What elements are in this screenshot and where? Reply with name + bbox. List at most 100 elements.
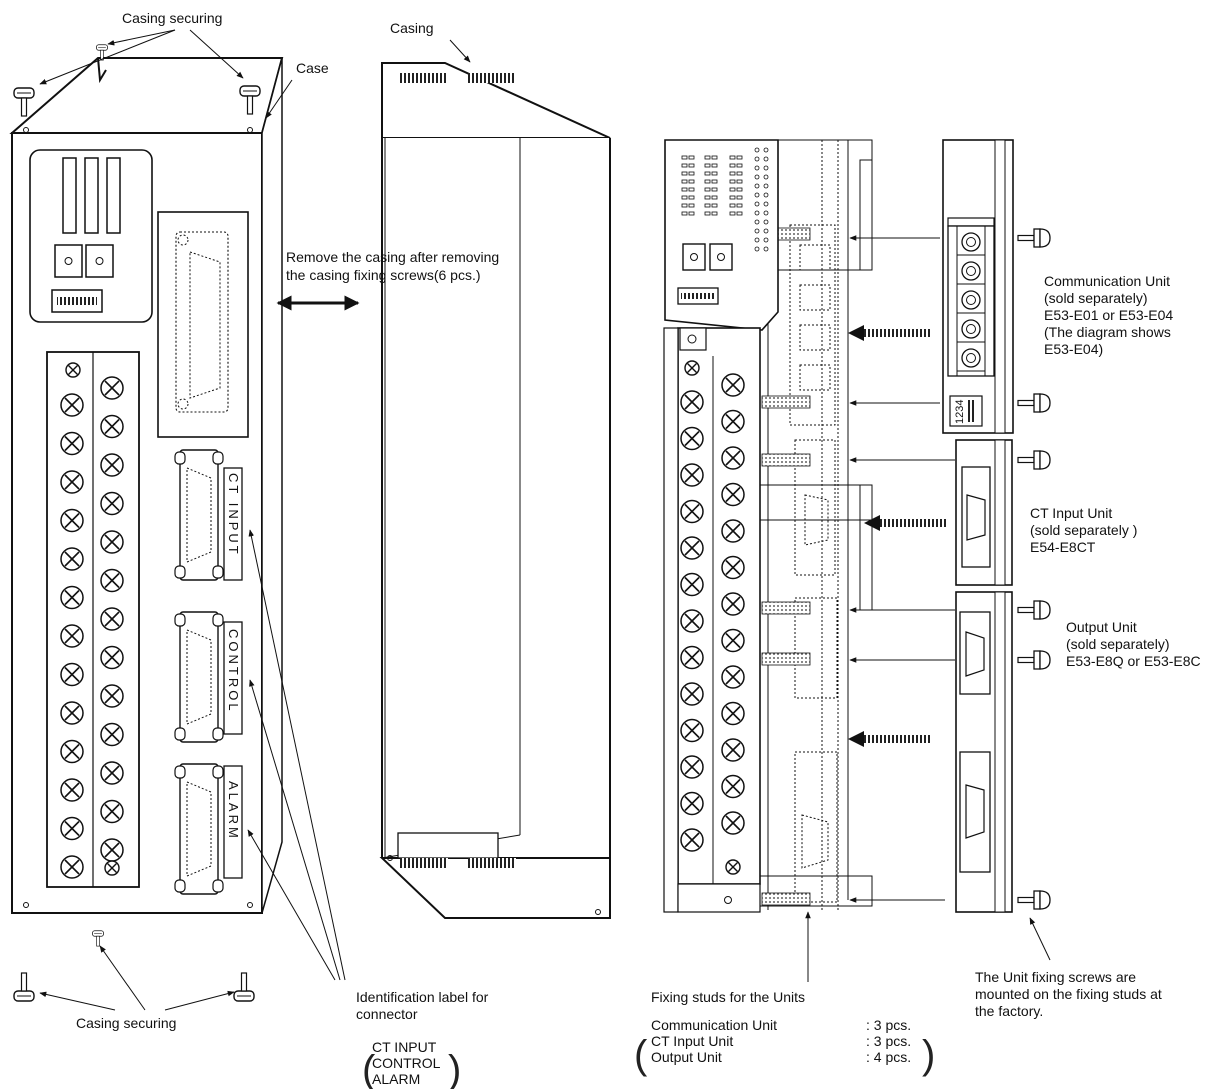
comm-unit-line1: Communication Unit bbox=[1044, 273, 1170, 289]
terminal-screw-icon bbox=[60, 547, 84, 571]
paren-right: ) bbox=[448, 1048, 461, 1089]
unit-screws-line1: The Unit fixing screws are bbox=[975, 969, 1136, 985]
terminal-screw-icon bbox=[680, 755, 704, 779]
studs-paren-right: ) bbox=[922, 1033, 935, 1077]
terminal-screw-icon bbox=[680, 609, 704, 633]
casing-screw-top-left bbox=[13, 87, 35, 117]
studs-row2-qty: : 3 pcs. bbox=[866, 1033, 911, 1049]
terminal-screw-icon bbox=[100, 530, 124, 554]
ct-unit-line3: E54-E8CT bbox=[1030, 539, 1096, 555]
terminal-screw-icon bbox=[721, 446, 745, 470]
terminal-screw-icon bbox=[60, 431, 84, 456]
terminal-screw-icon bbox=[721, 628, 745, 653]
comm-unit-ghost bbox=[789, 224, 836, 426]
terminal-screw-icon bbox=[60, 701, 84, 725]
terminal-screw-icon bbox=[680, 645, 704, 670]
studs-row2-name: CT Input Unit bbox=[651, 1033, 733, 1049]
terminal-screw-icon bbox=[100, 568, 124, 593]
terminal-screw-icon bbox=[721, 555, 745, 580]
leader-lines bbox=[39, 29, 1051, 1011]
terminal-screw-icon bbox=[680, 682, 704, 706]
id-label-item-control: CONTROL bbox=[372, 1055, 441, 1071]
comm-unit-line3: E53-E01 or E53-E04 bbox=[1044, 307, 1173, 323]
comm-terminal-screw-icon bbox=[957, 232, 985, 256]
terminal-screw-icon bbox=[721, 774, 745, 799]
casing-screw-bottom-small bbox=[92, 930, 104, 947]
terminal-screw-icon bbox=[721, 409, 745, 434]
casing-screw-bottom-right bbox=[233, 972, 255, 1002]
db25-connector bbox=[157, 211, 249, 438]
case-label: Case bbox=[296, 60, 329, 76]
ct-input-unit bbox=[955, 439, 1013, 586]
studs-row3-qty: : 4 pcs. bbox=[866, 1049, 911, 1065]
output-unit-line2: (sold separately) bbox=[1066, 636, 1170, 652]
remove-casing-line1: Remove the casing after removing bbox=[286, 249, 499, 265]
comm-terminal-screw-icon bbox=[957, 261, 985, 285]
terminal-screw-icon bbox=[100, 453, 124, 477]
output-unit-line3: E53-E8Q or E53-E8C bbox=[1066, 653, 1201, 669]
studs-paren-left: ( bbox=[634, 1033, 648, 1077]
terminal-screw-icon bbox=[60, 393, 84, 417]
terminal-screw-icon bbox=[100, 491, 124, 516]
terminal-screw-icon bbox=[680, 572, 704, 597]
studs-row1-name: Communication Unit bbox=[651, 1017, 777, 1033]
output-unit bbox=[955, 591, 1013, 913]
terminal-screw-icon bbox=[60, 508, 84, 533]
alarm-connector: ALARM bbox=[174, 763, 243, 895]
casing-label: Casing bbox=[390, 20, 434, 36]
terminal-screw-icon bbox=[721, 701, 745, 726]
paren-left: ( bbox=[362, 1048, 376, 1089]
comm-unit-line5: E53-E04) bbox=[1044, 341, 1103, 357]
terminal-screw-icon bbox=[100, 761, 124, 785]
casing-screw-bottom-left bbox=[13, 972, 35, 1002]
terminal-screw-icon bbox=[721, 811, 745, 835]
terminal-screw-icon bbox=[100, 376, 124, 400]
terminal-screw-icon bbox=[680, 499, 704, 524]
id-label-item-alarm: ALARM bbox=[372, 1071, 420, 1087]
comm-unit-line2: (sold separately) bbox=[1044, 290, 1148, 306]
ct-unit-line2: (sold separately ) bbox=[1030, 522, 1137, 538]
case-front-panel: CT INPUT CONTROL ALARM bbox=[9, 57, 284, 914]
right-terminal-block bbox=[663, 327, 761, 913]
main-pcb bbox=[664, 139, 779, 331]
display-module bbox=[29, 149, 153, 323]
terminal-screw-icon bbox=[680, 390, 704, 414]
studs-row3-name: Output Unit bbox=[651, 1049, 722, 1065]
terminal-screw-icon bbox=[100, 645, 124, 670]
terminal-screw-icon bbox=[60, 470, 84, 494]
unit-screws-line3: the factory. bbox=[975, 1003, 1043, 1019]
casing-securing-bottom-label: Casing securing bbox=[76, 1015, 176, 1031]
terminal-screw-icon bbox=[721, 482, 745, 507]
terminal-screw-icon bbox=[680, 463, 704, 487]
terminal-screw-icon bbox=[684, 360, 700, 376]
terminal-screw-icon bbox=[725, 859, 741, 875]
communication-unit: 1234 bbox=[942, 139, 1014, 434]
terminal-screw-icon bbox=[680, 791, 704, 816]
id-label-item-ct: CT INPUT bbox=[372, 1039, 437, 1055]
ct-input-panel-label: CT INPUT bbox=[226, 473, 241, 557]
id-label-line2: connector bbox=[356, 1006, 418, 1022]
studs-row1-qty: : 3 pcs. bbox=[866, 1017, 911, 1033]
id-label-line1: Identification label for bbox=[356, 989, 489, 1005]
control-connector: CONTROL bbox=[174, 611, 243, 743]
comm-unit-line4: (The diagram shows bbox=[1044, 324, 1171, 340]
ct-input-connector: CT INPUT bbox=[174, 449, 243, 581]
output-unit-line1: Output Unit bbox=[1066, 619, 1137, 635]
terminal-screw-icon bbox=[60, 778, 84, 802]
terminal-screw-icon bbox=[721, 519, 745, 543]
callout-text: Casing securing Casing Case Remove the c… bbox=[76, 10, 1201, 1089]
terminal-screw-icon bbox=[100, 414, 124, 439]
terminal-screw-icon bbox=[60, 662, 84, 687]
terminal-screw-icon bbox=[104, 860, 120, 876]
terminal-screw-icon bbox=[100, 607, 124, 631]
terminal-screw-icon bbox=[680, 718, 704, 743]
casing-securing-top-label: Casing securing bbox=[122, 10, 222, 26]
terminal-screw-icon bbox=[100, 799, 124, 824]
unit-screws-line2: mounted on the fixing studs at bbox=[975, 986, 1162, 1002]
terminal-screw-icon bbox=[721, 373, 745, 397]
terminal-screw-icon bbox=[100, 722, 124, 747]
terminal-screw-icon bbox=[60, 816, 84, 841]
terminal-screw-icon bbox=[721, 738, 745, 762]
dip-switch-digits: 1234 bbox=[954, 400, 966, 424]
terminal-screw-icon bbox=[60, 855, 84, 879]
